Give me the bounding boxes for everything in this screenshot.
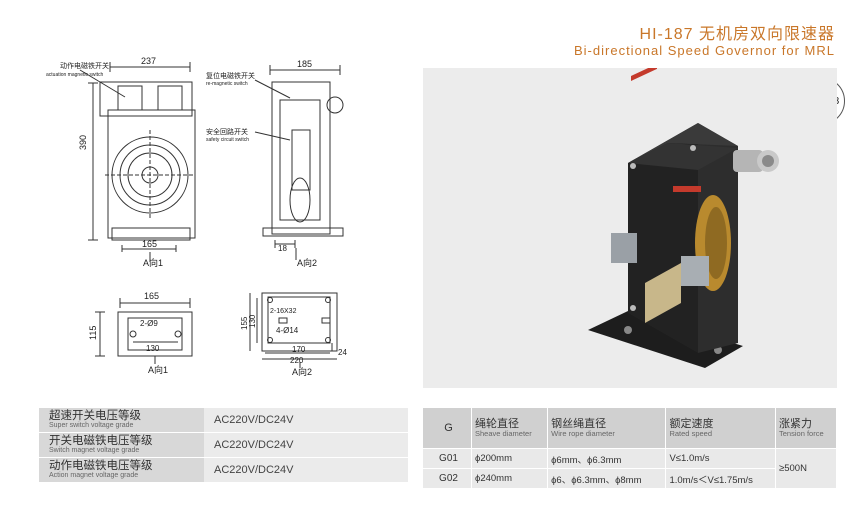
- side-view-drawing: [254, 65, 344, 260]
- base2-dim-side: 24: [338, 348, 347, 357]
- cell-speed: V≤1.0m/s: [665, 448, 777, 469]
- base2-dim-outer: 220: [290, 356, 304, 365]
- spec-label: 开关电磁铁电压等级 Switch magnet voltage grade: [39, 432, 204, 458]
- header-en: Rated speed: [669, 429, 713, 438]
- spec-label: 动作电磁铁电压等级 Action magnet voltage grade: [39, 457, 204, 483]
- base1-dim-height: 115: [88, 326, 98, 340]
- table-row: G01 ϕ200mm ϕ6mm、ϕ6.3mm V≤1.0m/s ≥500N: [423, 448, 837, 488]
- base1-dim-inner: 130: [146, 344, 160, 353]
- base1-view-label: A向1: [148, 364, 168, 375]
- base2-dim-holes: 4-Ø14: [276, 326, 299, 335]
- base2-dim-h2: 130: [248, 314, 257, 328]
- front-dim-top: 237: [141, 56, 156, 66]
- cell-sheave: ϕ240mm: [471, 468, 549, 488]
- base2-dim-h1: 155: [240, 316, 249, 330]
- base1-dim-width: 165: [144, 291, 159, 301]
- front-view-label: A向1: [143, 257, 163, 268]
- base2-view-label: A向2: [292, 366, 312, 377]
- cell-sheave: ϕ200mm: [471, 448, 549, 469]
- front-dim-height: 390: [78, 135, 88, 150]
- technical-drawings: 237 390 165 动作电磁铁开关 actuation magnetic s…: [46, 56, 347, 377]
- label-reset-en: re-magnetic switch: [206, 81, 248, 87]
- spec-label-cn: 动作电磁铁电压等级: [49, 460, 153, 472]
- header-sheave: 绳轮直径 Sheave diameter: [471, 408, 549, 449]
- label-reset-cn: 复位电磁铁开关: [206, 71, 255, 80]
- model-spec-table: G 绳轮直径 Sheave diameter 钢丝绳直径 Wire rope d…: [423, 408, 837, 488]
- header-cn: 钢丝绳直径: [551, 418, 607, 430]
- cell-model: G01: [423, 448, 472, 469]
- spec-value: AC220V/DC24V: [204, 457, 408, 483]
- front-dim-bottom: 165: [142, 239, 157, 249]
- base2-drawing: [249, 292, 338, 368]
- table-row: 动作电磁铁电压等级 Action magnet voltage grade AC…: [39, 457, 408, 483]
- base1-dim-holes: 2-Ø9: [140, 319, 158, 328]
- table-row: 开关电磁铁电压等级 Switch magnet voltage grade AC…: [39, 432, 408, 458]
- voltage-spec-table: 超速开关电压等级 Super switch voltage grade AC22…: [39, 408, 408, 483]
- spec-label-en: Action magnet voltage grade: [49, 472, 139, 479]
- cell-rope: ϕ6、ϕ6.3mm、ϕ8mm: [547, 468, 667, 488]
- product-title-en: Bi-directional Speed Governor for MRL: [574, 43, 835, 58]
- header-cn: 绳轮直径: [475, 418, 519, 430]
- speed-governor-image: [588, 63, 779, 368]
- base2-dim-inner: 170: [292, 345, 306, 354]
- spec-value: AC220V/DC24V: [204, 408, 408, 433]
- header-tension: 涨紧力 Tension force: [775, 408, 837, 449]
- table-row: 超速开关电压等级 Super switch voltage grade AC22…: [39, 408, 408, 433]
- table-row: G02 ϕ240mm ϕ6、ϕ6.3mm、ϕ8mm 1.0m/s＜V≤1.75m…: [423, 468, 837, 488]
- side-dim-top: 185: [297, 59, 312, 69]
- header-g: G: [423, 408, 472, 449]
- spec-label-cn: 超速开关电压等级: [49, 410, 141, 422]
- product-photo: [423, 63, 837, 388]
- base1-drawing: [95, 298, 193, 364]
- front-view-drawing: [79, 62, 196, 262]
- label-actuation-en: actuation magnetic switch: [46, 72, 103, 78]
- label-safety-cn: 安全回路开关: [206, 127, 248, 136]
- product-title-cn: HI-187 无机房双向限速器: [639, 26, 835, 43]
- header-en: Tension force: [779, 429, 824, 438]
- spec-label-en: Super switch voltage grade: [49, 422, 134, 429]
- cell-model: G02: [423, 468, 472, 488]
- header-cn: 额定速度: [669, 418, 714, 430]
- table-header-row: G 绳轮直径 Sheave diameter 钢丝绳直径 Wire rope d…: [423, 408, 837, 449]
- side-view-label: A向2: [297, 257, 317, 268]
- header-en: Sheave diameter: [475, 429, 532, 438]
- header-rope: 钢丝绳直径 Wire rope diameter: [547, 408, 667, 449]
- cell-rope: ϕ6mm、ϕ6.3mm: [547, 448, 667, 469]
- header-en: Wire rope diameter: [551, 429, 615, 438]
- header-cn: 涨紧力: [779, 418, 813, 430]
- spec-value: AC220V/DC24V: [204, 432, 408, 458]
- label-actuation-cn: 动作电磁铁开关: [60, 61, 109, 70]
- header-speed: 额定速度 Rated speed: [665, 408, 777, 449]
- spec-label-cn: 开关电磁铁电压等级: [49, 435, 153, 447]
- cell-tension: ≥500N: [775, 448, 837, 488]
- label-safety-en: safety circuit switch: [206, 137, 249, 143]
- spec-label-en: Switch magnet voltage grade: [49, 447, 140, 454]
- base2-dim-slots: 2-16X32: [270, 308, 297, 315]
- side-dim-bottom: 18: [278, 244, 287, 253]
- cell-speed: 1.0m/s＜V≤1.75m/s: [665, 468, 777, 488]
- spec-label: 超速开关电压等级 Super switch voltage grade: [39, 408, 204, 433]
